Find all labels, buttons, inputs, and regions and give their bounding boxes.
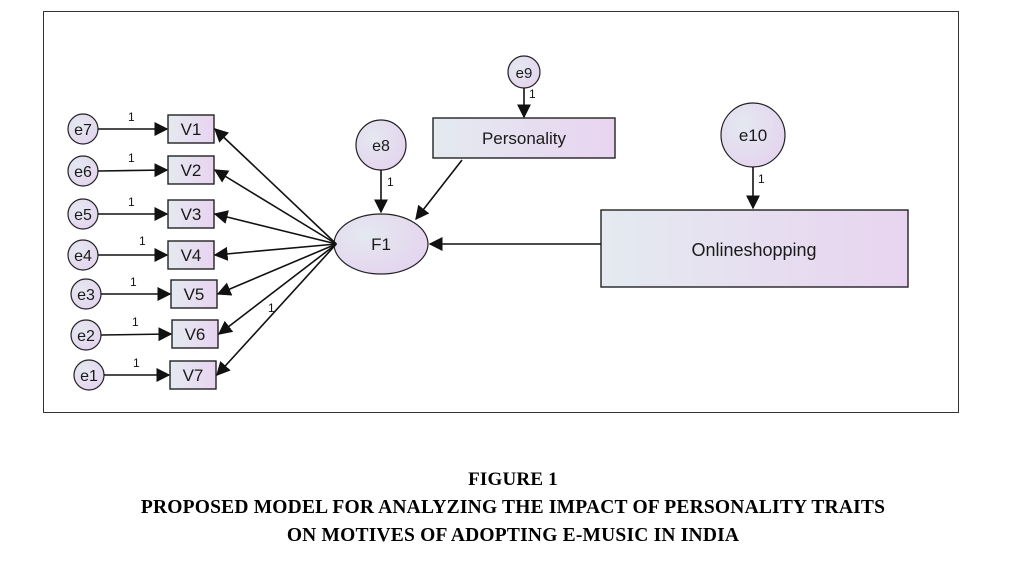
error-weight-3: 1 <box>128 195 135 209</box>
error-label-e7: e7 <box>74 122 92 139</box>
e8-weight: 1 <box>387 175 394 189</box>
indicator-label-V3: V3 <box>181 205 202 224</box>
error-weight-4: 1 <box>139 234 146 248</box>
indicator-label-V6: V6 <box>185 325 206 344</box>
loading-weight-label: 1 <box>268 301 275 315</box>
error-label-e1: e1 <box>80 368 98 385</box>
latent-f1-label: F1 <box>371 235 391 254</box>
error-label-e3: e3 <box>77 287 95 304</box>
indicator-label-V5: V5 <box>184 285 205 304</box>
onlineshopping-box <box>600 209 909 288</box>
error-label-e4: e4 <box>74 248 92 265</box>
onlineshopping-label: Onlineshopping <box>691 240 816 260</box>
loading-arrow-1 <box>213 128 337 245</box>
error-arrow-2 <box>97 163 169 178</box>
error-weight-7: 1 <box>133 356 140 370</box>
indicator-box-V4 <box>167 240 215 270</box>
indicator-label-V4: V4 <box>181 246 202 265</box>
error-label-e5: e5 <box>74 207 92 224</box>
indicator-label-V1: V1 <box>181 120 202 139</box>
personality-label: Personality <box>482 129 567 148</box>
loading-arrow-3 <box>213 210 337 245</box>
error-arrow-6 <box>100 327 173 342</box>
error-e8-label: e8 <box>372 138 390 155</box>
indicator-label-V2: V2 <box>181 161 202 180</box>
figure-title-line-2: ON MOTIVES OF ADOPTING E-MUSIC IN INDIA <box>286 525 740 546</box>
loading-arrow-6 <box>217 243 337 335</box>
sem-diagram: F1 e8 1 Personality e9 1 Onlineshopping … <box>43 11 959 413</box>
indicator-box-V7 <box>169 360 217 390</box>
error-label-e6: e6 <box>74 164 92 181</box>
loading-arrow-2 <box>213 169 337 245</box>
indicator-label-V7: V7 <box>183 366 204 385</box>
error-weight-6: 1 <box>132 315 139 329</box>
figure-title-line-1: PROPOSED MODEL FOR ANALYZING THE IMPACT … <box>140 497 886 518</box>
figure-number: FIGURE 1 <box>468 469 558 490</box>
loading-arrow-7 <box>216 243 337 377</box>
error-weight-1: 1 <box>128 110 135 124</box>
loading-arrow-5 <box>216 243 337 296</box>
personality-box <box>432 117 616 159</box>
e9-weight: 1 <box>529 87 536 101</box>
error-label-e2: e2 <box>77 328 95 345</box>
loading-arrow-4 <box>213 243 337 261</box>
error-weight-2: 1 <box>128 151 135 165</box>
error-e9-label: e9 <box>516 65 533 82</box>
error-e10-label: e10 <box>739 126 767 145</box>
indicator-box-V5 <box>170 279 218 309</box>
error-weight-5: 1 <box>130 275 137 289</box>
indicator-box-V2 <box>167 155 215 185</box>
e10-weight: 1 <box>758 172 765 186</box>
indicator-box-V1 <box>167 114 215 144</box>
personality-to-f1-arrow <box>415 159 463 221</box>
